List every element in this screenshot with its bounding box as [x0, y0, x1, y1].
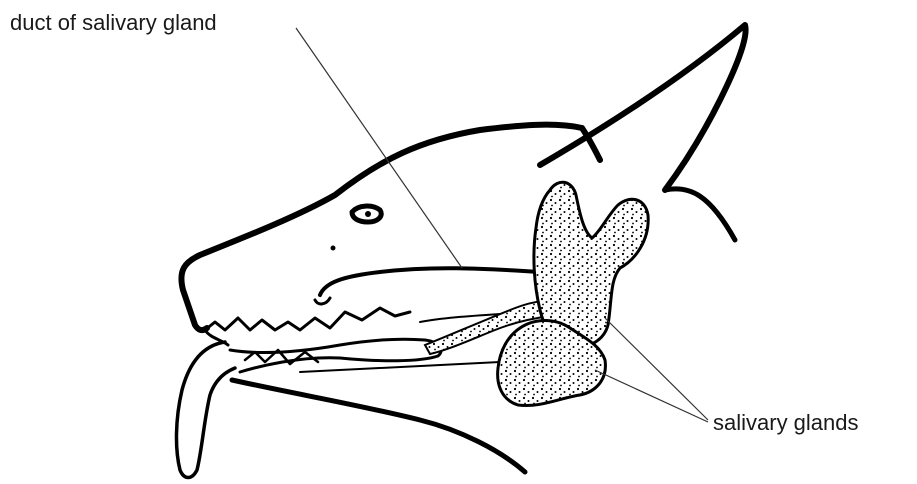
ear-base-line — [665, 189, 735, 240]
duct-label: duct of salivary gland — [10, 12, 217, 34]
neck-outline — [232, 380, 525, 472]
inner-mouth-line — [300, 362, 500, 372]
ear-outline — [540, 25, 746, 190]
eye-pupil — [365, 211, 371, 217]
duct-leader-line — [296, 28, 462, 268]
upper-teeth — [205, 308, 410, 330]
mouth-corner — [315, 298, 330, 304]
nostril-dot — [331, 246, 336, 251]
head-outline — [181, 125, 582, 330]
gland-leader-line-lower — [595, 370, 708, 422]
tongue — [176, 342, 235, 478]
gland-leader-line-upper — [605, 318, 708, 420]
upper-lip — [320, 268, 540, 295]
salivary-glands-label: salivary glands — [713, 412, 859, 434]
